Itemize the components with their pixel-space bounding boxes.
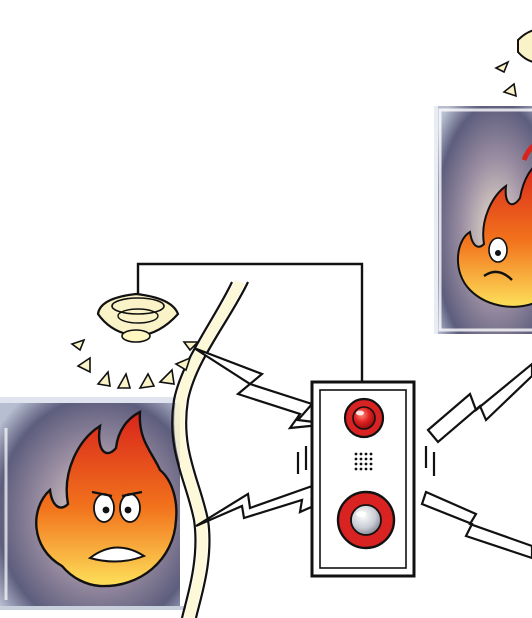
indicator-lamp-icon — [343, 397, 385, 439]
flame-character-icon — [35, 409, 178, 588]
alarm-sound-waves-icon — [70, 338, 200, 390]
vibration-marks — [296, 446, 436, 476]
flame-character-icon — [456, 143, 532, 308]
alarm-wiring — [136, 262, 364, 382]
alarm-bell-icon — [336, 490, 396, 550]
wall-conduit — [171, 279, 249, 618]
alarm-sound-waves-icon — [494, 60, 518, 98]
speaker-grille-icon — [352, 450, 376, 472]
alarm-station-icon — [310, 380, 416, 578]
smoke-detector-icon — [517, 29, 532, 63]
smoke-detector-icon — [96, 292, 180, 343]
